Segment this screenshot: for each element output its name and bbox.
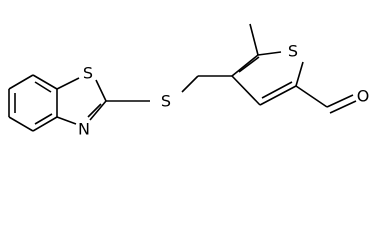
bond [8, 116, 34, 132]
bond [231, 54, 259, 77]
double-bond-inner [87, 103, 102, 118]
bond [8, 74, 34, 90]
bond [56, 77, 80, 90]
aldehyde-group [295, 85, 357, 114]
methyl-group [249, 23, 259, 56]
double-bond-inner [34, 81, 52, 93]
double-bond-inner [34, 113, 53, 125]
bond [56, 116, 77, 125]
bond [32, 74, 58, 90]
structure-canvas: S N S S O [8, 23, 369, 139]
double-bond [329, 100, 357, 114]
thioether-linker [106, 75, 232, 102]
s-benzothiazole-label: S [83, 64, 93, 83]
n-benzothiazole-label: N [78, 120, 90, 139]
thiazole-ring [56, 77, 107, 125]
bond [326, 94, 354, 108]
benzene-ring [8, 74, 58, 132]
double-bond-inner [238, 56, 260, 73]
bond [32, 116, 58, 132]
bond [181, 75, 199, 93]
thiophene-ring [231, 51, 304, 106]
molecule-drawing: S N S S O [8, 23, 369, 139]
s-thioether-label: S [161, 92, 171, 111]
s-thiophene-label: S [288, 42, 298, 61]
o-aldehyde-label: O [357, 87, 370, 106]
double-bond-inner [261, 81, 293, 99]
bond [259, 85, 297, 106]
bond [95, 79, 107, 102]
atom-labels: S N S S O [78, 42, 369, 139]
bond [249, 23, 259, 56]
bond [257, 51, 282, 56]
bond [295, 61, 304, 87]
bond [89, 100, 107, 121]
bond [231, 75, 261, 106]
bond [295, 85, 328, 108]
